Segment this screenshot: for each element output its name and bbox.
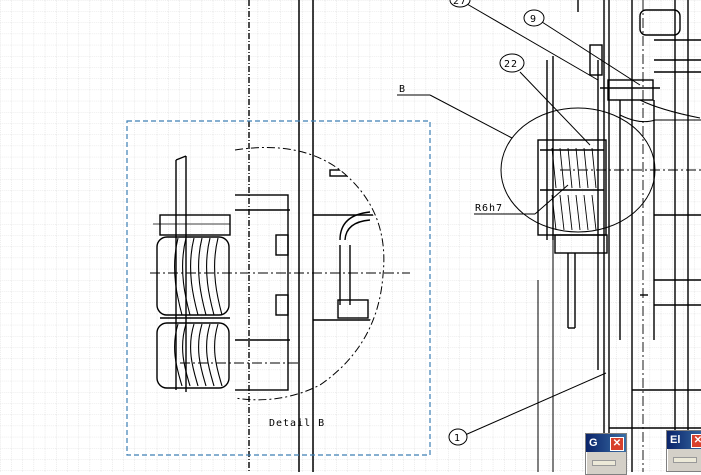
window-title: G ✕ — [586, 434, 626, 452]
leader-lines — [397, 3, 641, 436]
detail-b-label: B — [399, 84, 406, 95]
detail-marker-circle[interactable] — [500, 107, 656, 233]
detail-b-view — [150, 149, 410, 392]
close-icon[interactable]: ✕ — [691, 434, 701, 448]
close-icon[interactable]: ✕ — [610, 437, 624, 451]
minimized-window-g[interactable]: G ✕ — [585, 433, 627, 475]
fit-tolerance-label: R6h7 — [475, 203, 503, 214]
detail-frame[interactable] — [126, 120, 431, 456]
svg-text:27: 27 — [453, 0, 467, 7]
window-title: El ✕ — [667, 431, 701, 449]
detail-boundary — [234, 147, 385, 401]
main-vertical-lines — [248, 0, 554, 472]
restore-bar[interactable] — [673, 457, 697, 463]
callout-1[interactable]: 1 — [448, 428, 468, 446]
svg-text:9: 9 — [530, 14, 537, 25]
callout-9[interactable]: 9 — [523, 9, 545, 27]
minimized-window-el[interactable]: El ✕ — [666, 430, 701, 472]
svg-text:22: 22 — [504, 59, 518, 70]
detail-title: Detail B — [269, 418, 325, 429]
callout-27[interactable]: 27 — [449, 0, 471, 8]
restore-bar[interactable] — [592, 460, 616, 466]
main-assembly-view — [537, 0, 701, 472]
svg-text:1: 1 — [454, 433, 461, 444]
callout-22[interactable]: 22 — [499, 53, 525, 73]
